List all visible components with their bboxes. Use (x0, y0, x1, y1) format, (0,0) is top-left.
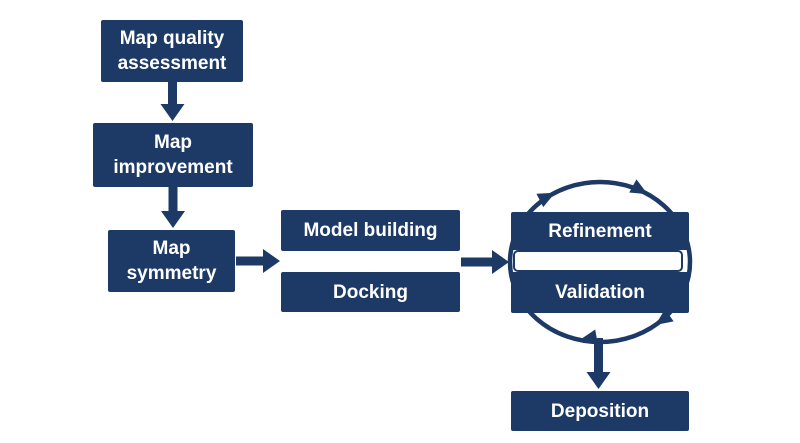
cycle-arrowhead-top-right-icon (629, 179, 648, 195)
cycle-arrowhead-top-left-icon (536, 192, 555, 208)
box-label-line: Deposition (550, 400, 650, 422)
box-label-line: Map (152, 238, 191, 259)
arrow-building-to-refinement-icon (461, 250, 509, 274)
box-label-line: symmetry (126, 263, 217, 284)
box-map-improvement: Map improvement (93, 123, 253, 187)
arrow-quality-to-improvement-icon (160, 82, 185, 121)
box-docking: Docking (281, 272, 460, 312)
box-map-quality-assessment: Map quality assessment (101, 20, 243, 82)
box-label-line: Map (154, 132, 192, 153)
arrow-cycle-to-deposition-icon (586, 338, 611, 389)
box-map-symmetry: Map symmetry (108, 230, 235, 292)
box-label-line: Model building (303, 220, 438, 241)
box-label-line: Refinement (548, 220, 652, 242)
box-refinement: Refinement (511, 212, 689, 250)
box-model-building: Model building (281, 210, 460, 251)
box-label-line: Validation (555, 282, 645, 303)
box-label-line: Docking (333, 281, 408, 303)
refine-validate-slot (513, 250, 683, 272)
arrow-symmetry-to-building-icon (236, 249, 280, 273)
box-label-line: improvement (113, 157, 233, 178)
box-label-line: assessment (117, 53, 227, 74)
box-deposition: Deposition (511, 391, 689, 431)
cycle-arrowhead-bottom-right-icon (655, 309, 674, 325)
arrow-improvement-to-symmetry-icon (161, 187, 185, 228)
box-label-line: Map quality (119, 28, 225, 49)
box-validation: Validation (511, 272, 689, 313)
cycle-arrowhead-bottom-left-icon (579, 329, 598, 345)
